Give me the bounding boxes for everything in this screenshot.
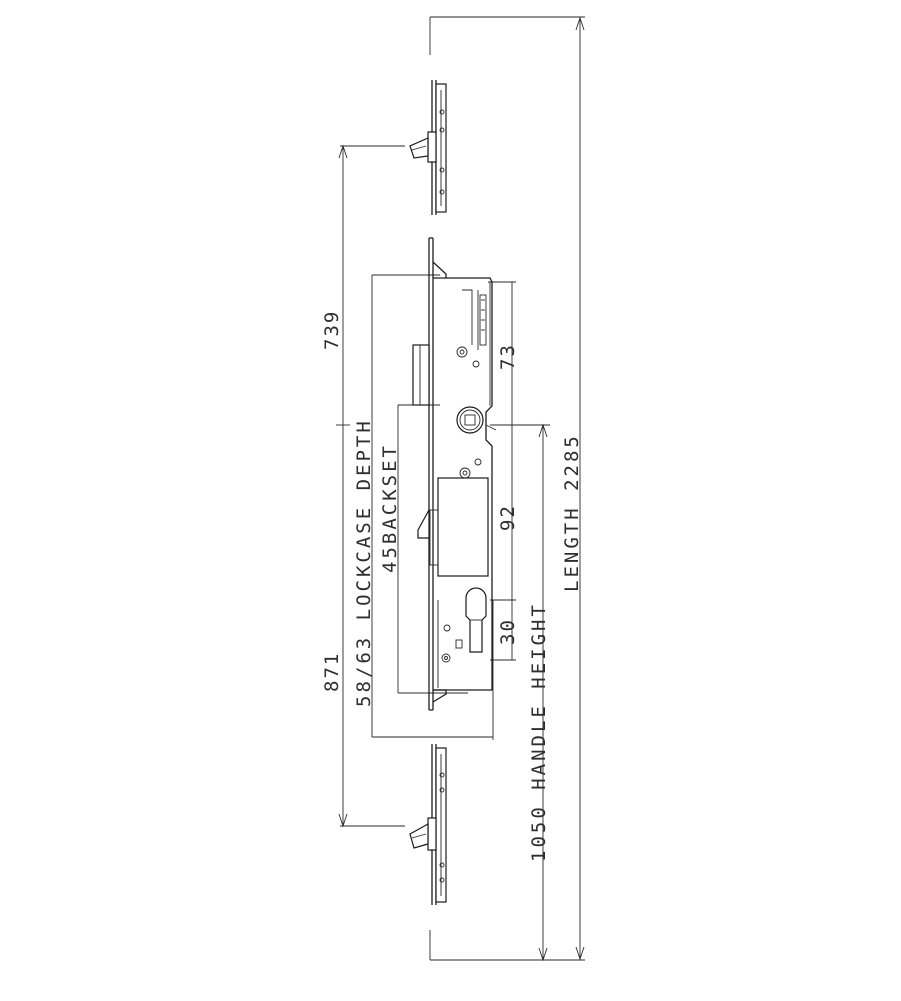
handle-height-label: 1050 HANDLE HEIGHT xyxy=(528,602,550,862)
lockcase xyxy=(412,237,497,711)
length-dimension xyxy=(429,16,585,961)
depth-backset-dimensions xyxy=(371,274,494,740)
top-faceplate xyxy=(409,80,447,215)
bottom-offset-label: 871 xyxy=(321,652,343,692)
backset-label: 45BACKSET xyxy=(379,443,401,573)
length-label: LENGTH 2285 xyxy=(561,433,583,592)
top-offset-label: 739 xyxy=(321,310,343,350)
bottom-faceplate xyxy=(409,744,447,905)
spindle-dimensions xyxy=(488,281,520,661)
spindle-to-top-label: 73 xyxy=(497,343,519,370)
lockcase-depth-label: 58/63 LOCKCASE DEPTH xyxy=(353,418,375,707)
spindle-to-cylinder-label: 92 xyxy=(497,504,519,531)
faceplate-offset-dimensions xyxy=(336,144,405,828)
cylinder-offset-label: 30 xyxy=(497,618,519,645)
